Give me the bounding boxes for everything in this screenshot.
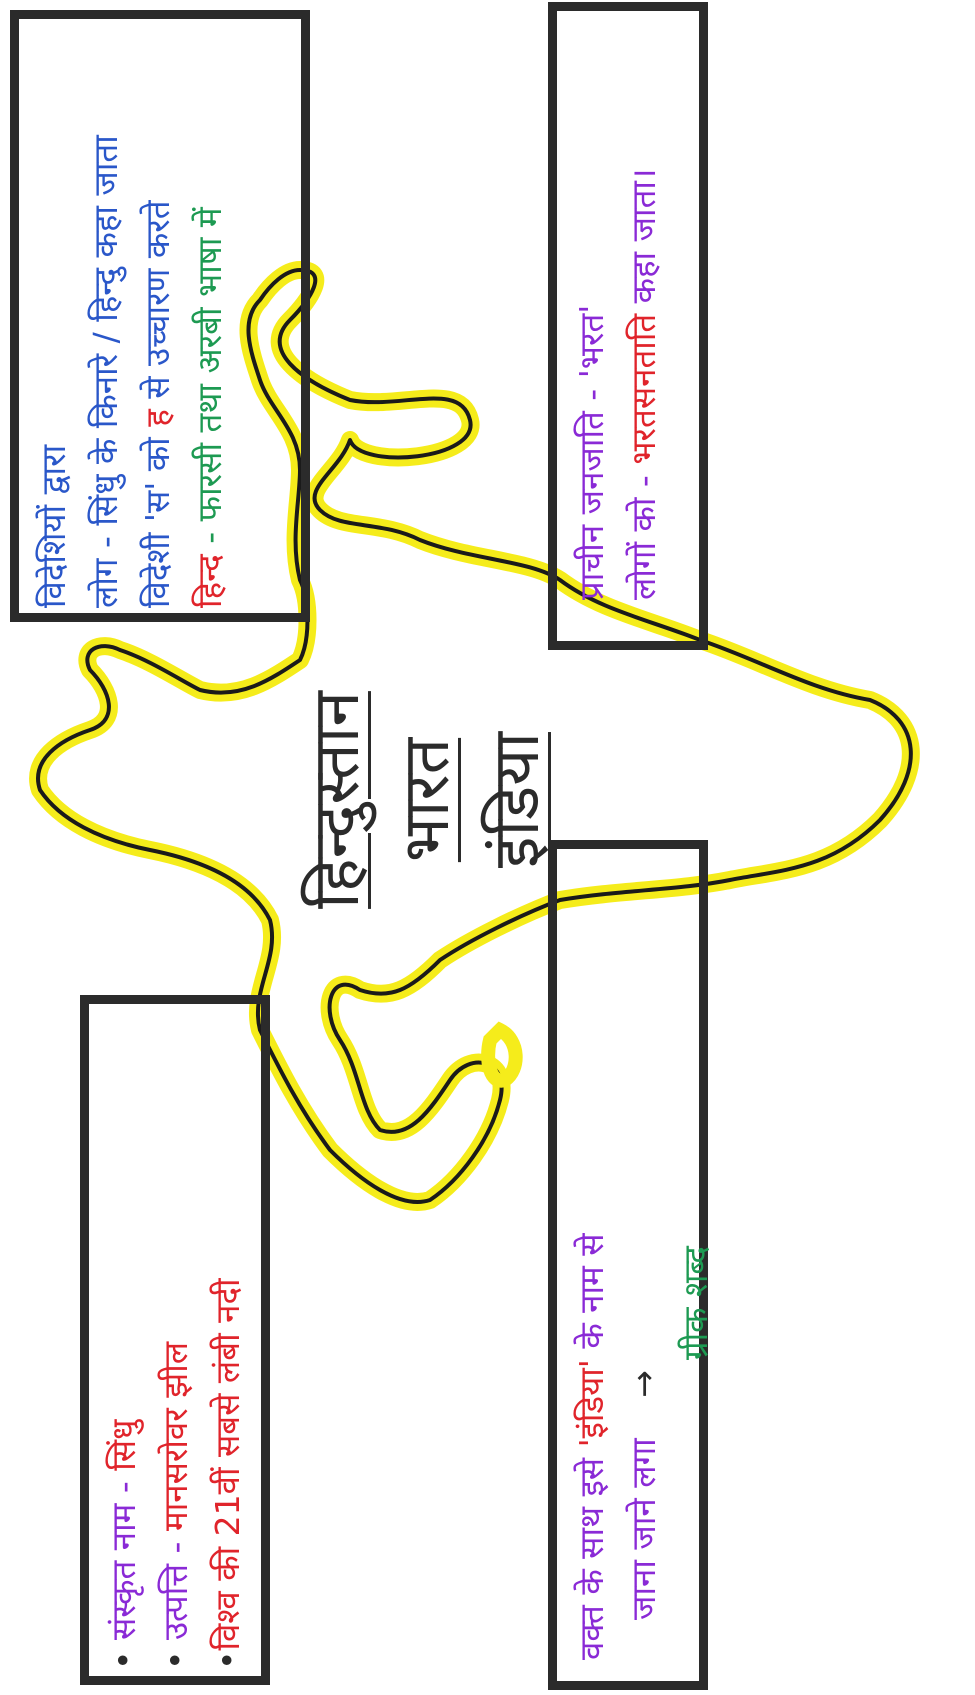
- box-bottom-left: [80, 995, 270, 1685]
- bottom-right-line-1a: वक्त के साथ इसे: [572, 1447, 611, 1660]
- bottom-left-line-2b: मानसरोवर झील: [156, 1341, 195, 1532]
- top-right-line-2b: भरतसनताति: [624, 313, 663, 465]
- arrow-icon: →: [624, 1370, 663, 1398]
- sri-lanka-highlight: [481, 1021, 523, 1088]
- top-left-line-3: विदेशी 'स' को ह से उच्चारण करते: [132, 18, 184, 608]
- bottom-right-line-2-text: जाना जाने लगा: [624, 1438, 663, 1620]
- bottom-right-line-1b: 'इंडिया': [572, 1359, 611, 1448]
- top-right-line-2a: लोगों को -: [624, 464, 663, 600]
- top-right-line-2: लोगों को - भरतसनताति कहा जाता।: [618, 20, 670, 600]
- box-bottom-left-text: संस्कृत नाम - सिंधु उत्पत्ति - मानसरोवर …: [98, 1020, 254, 1670]
- india-map-outline: [36, 268, 913, 1204]
- box-top-right: [548, 2, 708, 650]
- top-left-line-3c: से उच्चारण करते: [138, 200, 177, 410]
- center-label: हिन्दुस्तान भारत इंडिया: [292, 640, 562, 960]
- top-right-line-2c: कहा जाता।: [624, 168, 663, 314]
- bottom-left-line-2: उत्पत्ति - मानसरोवर झील: [150, 1020, 202, 1670]
- bottom-left-line-2a: उत्पत्ति -: [156, 1531, 195, 1641]
- center-label-india: इंडिया: [480, 732, 554, 868]
- top-left-line-4b: - फारसी तथा अरबी भाषा में: [190, 207, 229, 555]
- bottom-right-line-1: वक्त के साथ इसे 'इंडिया' के नाम से: [566, 940, 618, 1660]
- bottom-left-line-1a: संस्कृत नाम -: [104, 1470, 143, 1641]
- top-left-line-1: विदेशियों द्वारा: [34, 444, 73, 608]
- bottom-left-line-1b: सिंधु: [104, 1419, 143, 1471]
- box-top-left-text: विदेशियों द्वारा लोग - सिंधु के किनारे /…: [28, 18, 236, 608]
- bottom-right-line-1c: के नाम से: [572, 1233, 611, 1360]
- center-label-hindustan: हिन्दुस्तान: [300, 691, 374, 909]
- top-left-line-3b: ह: [138, 409, 177, 427]
- top-left-line-4a: हिन्द: [190, 554, 229, 608]
- top-left-line-2: लोग - सिंधु के किनारे / हिन्दु कहा जाता: [86, 135, 125, 608]
- bottom-right-line-2: जाना जाने लगा →: [618, 940, 670, 1660]
- box-top-right-text: प्राचीन जनजाति - 'भरत' लोगों को - भरतसनत…: [566, 20, 670, 600]
- top-right-line-1: प्राचीन जनजाति - 'भरत': [572, 304, 611, 600]
- top-left-line-4: हिन्द - फारसी तथा अरबी भाषा में: [184, 18, 236, 608]
- bottom-left-line-3: विश्व की 21वीं सबसे लंबी नदी: [202, 1020, 254, 1670]
- box-bottom-right: [548, 840, 708, 1690]
- bottom-left-line-1: संस्कृत नाम - सिंधु: [98, 1020, 150, 1670]
- bottom-right-line-3: ग्रीक शब्द: [676, 1246, 715, 1360]
- box-top-left: [10, 10, 310, 622]
- box-bottom-right-text: वक्त के साथ इसे 'इंडिया' के नाम से जाना …: [566, 940, 722, 1660]
- center-label-bharat: भारत: [390, 737, 464, 863]
- top-left-line-3a: विदेशी 'स' को: [138, 426, 177, 608]
